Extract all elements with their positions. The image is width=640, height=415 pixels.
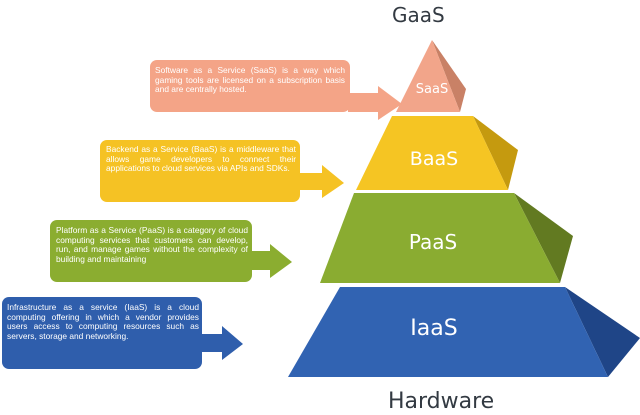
bottom-title: Hardware — [388, 389, 495, 414]
paas-description: Platform as a Service (PaaS) is a catego… — [56, 226, 248, 265]
iaas-description: Infrastructure as a service (IaaS) is a … — [7, 303, 199, 342]
top-title: GaaS — [392, 3, 445, 27]
baas-callout-arrow — [298, 165, 344, 198]
saas-layer-label: SaaS — [416, 82, 448, 97]
baas-layer-front-face — [356, 116, 508, 190]
iaas-layer-label: IaaS — [410, 316, 457, 341]
iaas-callout — [2, 297, 243, 369]
pyramid-layer-baas: BaaS — [356, 116, 518, 190]
saas-layer-right-face — [432, 40, 466, 112]
pyramid-layer-saas: SaaS — [396, 40, 466, 112]
paas-callout-box — [50, 220, 252, 282]
iaas-callout-box — [2, 297, 202, 369]
saas-callout-box — [150, 60, 350, 112]
paas-layer-front-face — [320, 193, 560, 283]
baas-layer-label: BaaS — [410, 148, 458, 170]
iaas-layer-right-face — [565, 287, 640, 377]
paas-layer-right-face — [514, 193, 573, 283]
saas-description: Software as a Service (SaaS) is a way wh… — [155, 66, 345, 95]
pyramid-layer-iaas: IaaS — [288, 287, 640, 377]
iaas-layer-front-face — [288, 287, 608, 377]
iaas-callout-arrow — [200, 326, 243, 360]
paas-layer-label: PaaS — [409, 230, 457, 254]
paas-callout — [50, 220, 292, 282]
saas-callout — [150, 60, 402, 120]
saas-layer-front-face — [396, 40, 460, 112]
paas-callout-arrow — [250, 244, 292, 278]
baas-callout — [100, 140, 344, 202]
pyramid-layer-paas: PaaS — [320, 193, 573, 283]
saas-callout-arrow — [348, 86, 402, 120]
baas-callout-box — [100, 140, 300, 202]
baas-layer-right-face — [473, 116, 518, 190]
baas-description: Backend as a Service (BaaS) is a middlew… — [106, 145, 296, 174]
